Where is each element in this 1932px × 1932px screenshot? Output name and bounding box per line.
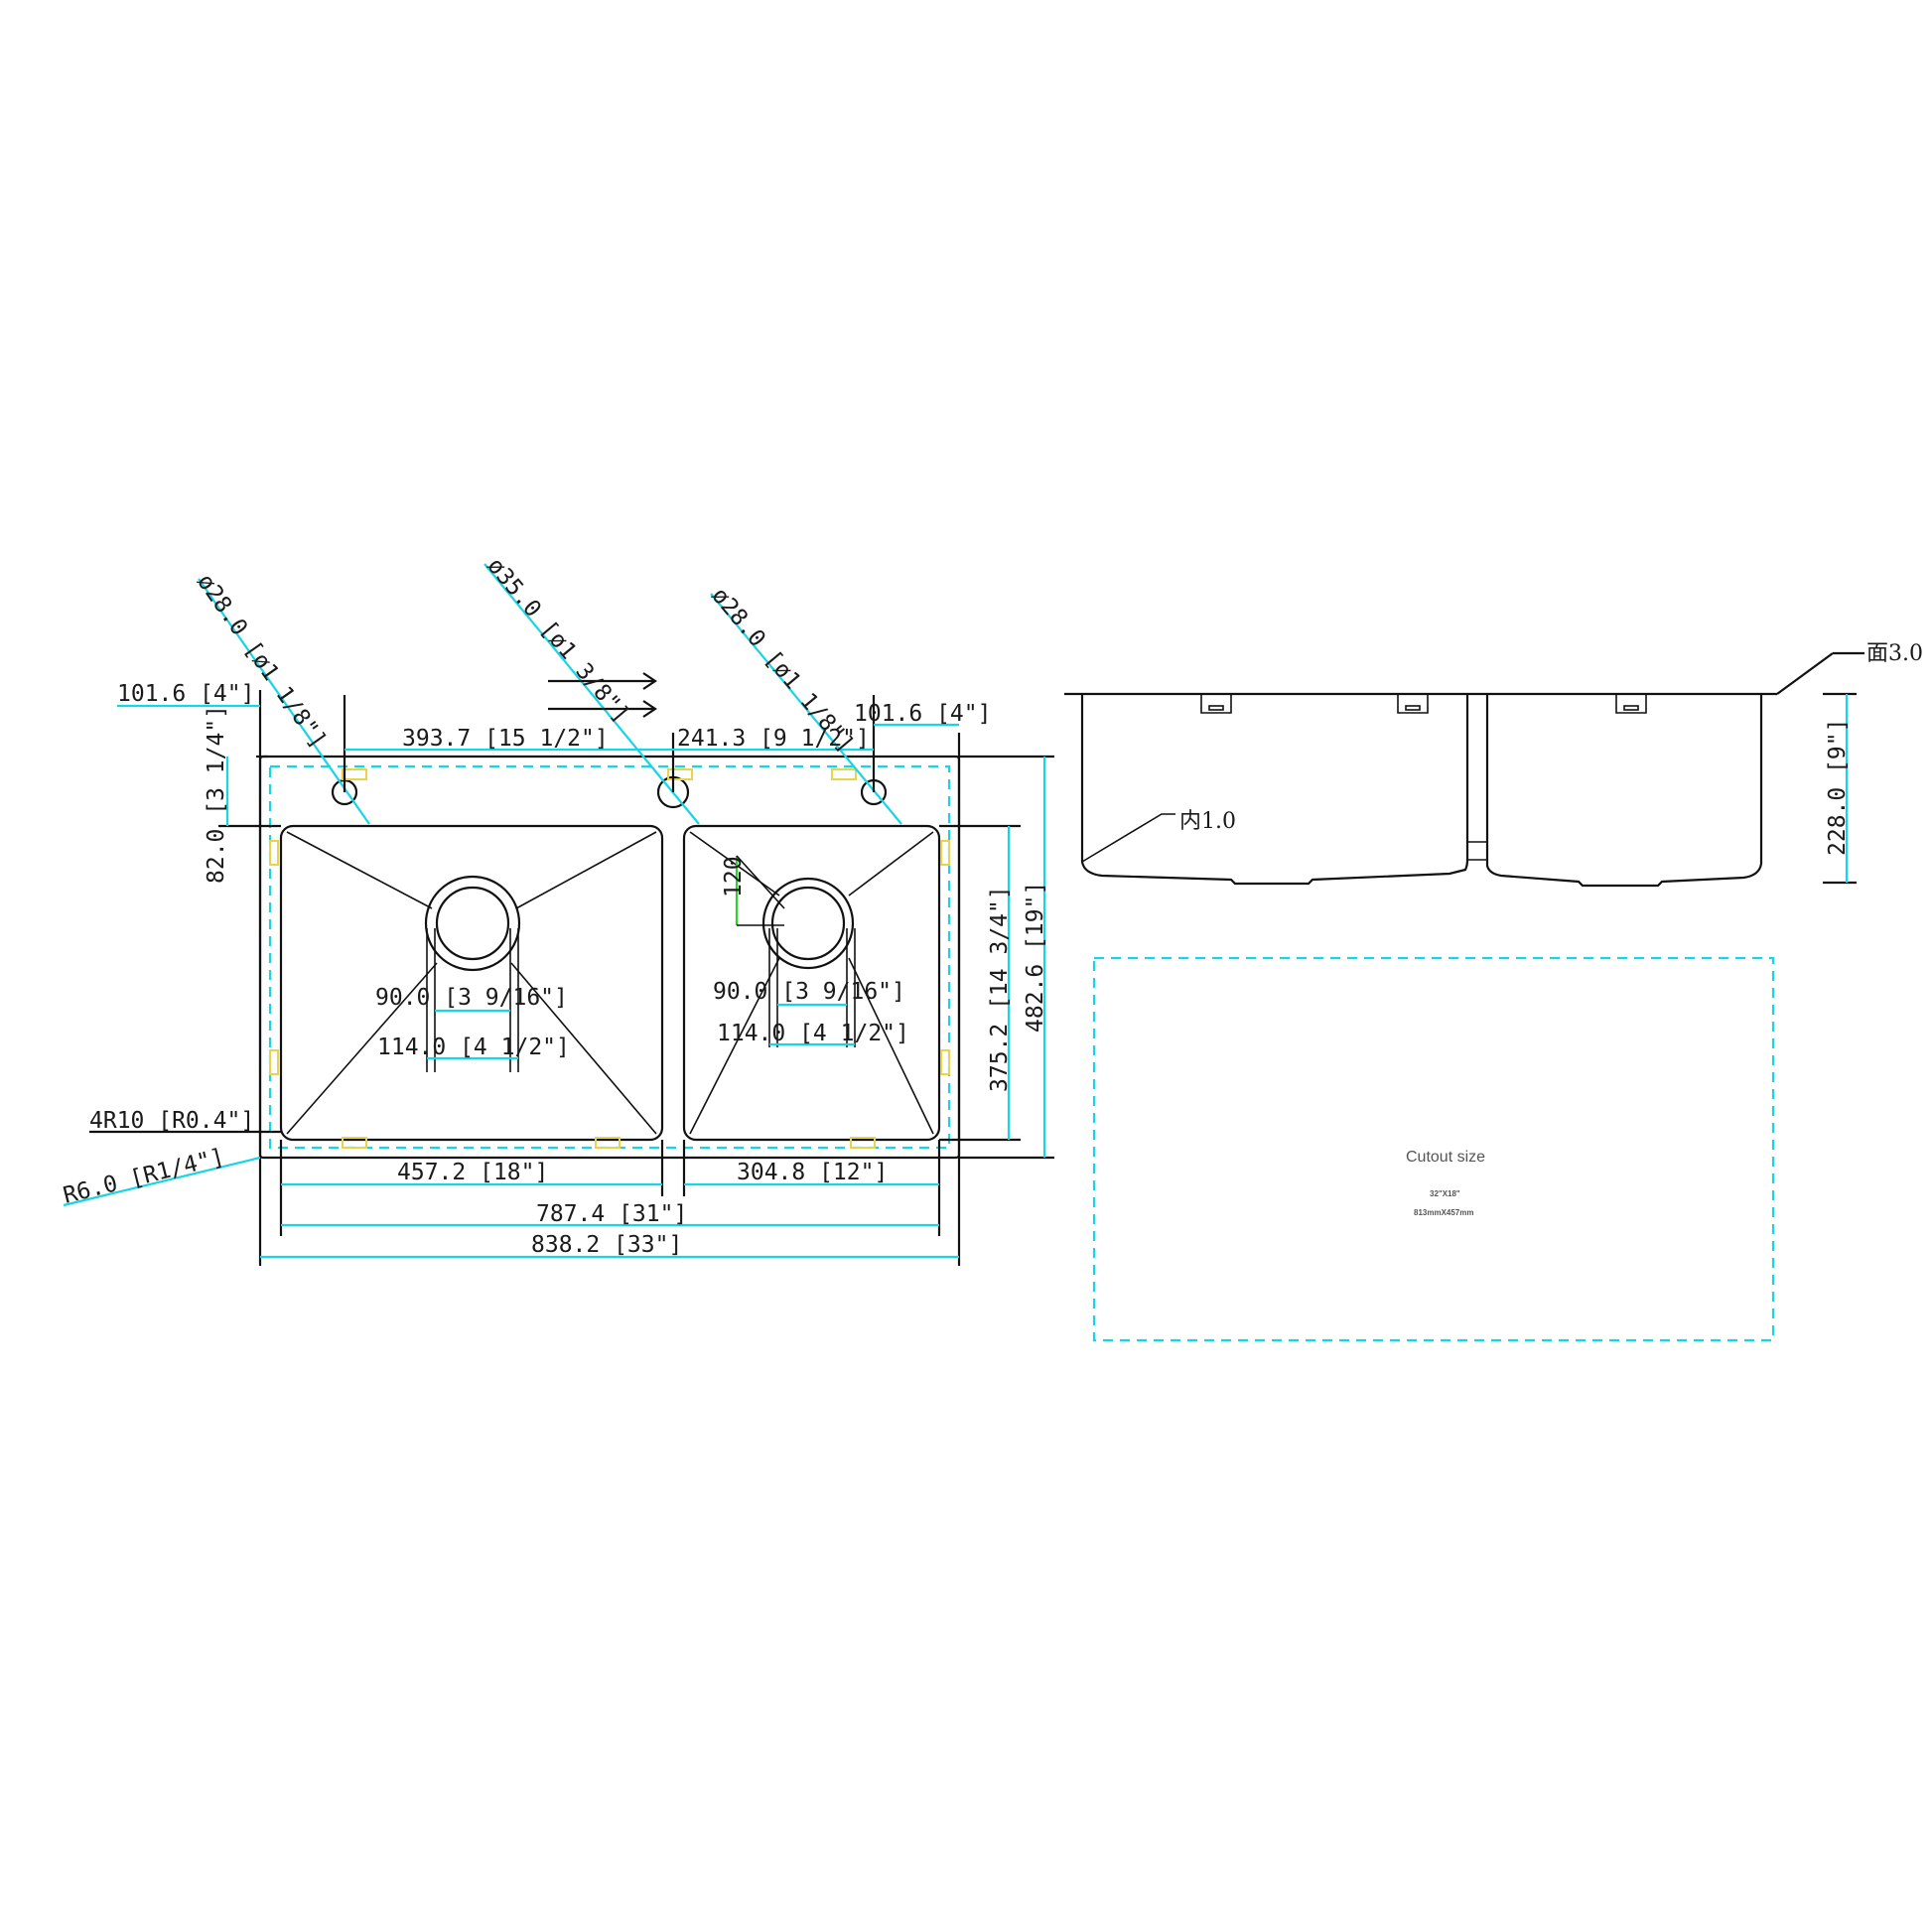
left-bowl [279,824,664,1142]
inner-radius-label: 4R10 [R0.4"] [89,1108,254,1134]
right-drain-label: 90.0 [3 9/16"] [713,979,905,1005]
cutout-title: Cutout size [1406,1149,1485,1166]
outer-radius-label: R6.0 [R1/4"] [61,1144,227,1208]
right-drain-outer [761,877,855,970]
side-view [1064,651,1864,888]
inner-thickness-label: 内1.0 [1179,809,1236,834]
center-hole-dia-label: ø35.0 [ø1 3/8"] [482,553,633,728]
side-depth-label: 228.0 [9"] [1825,719,1851,856]
top-thickness-label: 面3.0 [1866,641,1923,666]
drain-offset-label: 120 [721,856,747,897]
cutout-size-in: 32"X18" [1430,1189,1460,1198]
sink-inner-rim [268,764,951,1150]
top-view [63,563,1054,1266]
right-drain-outer-label: 114.0 [4 1/2"] [717,1021,909,1046]
left-drain-inner [435,886,510,961]
left-bowl-slopes [286,831,657,1135]
left-drain-outer [424,875,521,972]
bowl-depth-label: 375.2 [14 3/4"] [987,886,1013,1092]
left-bowl-width-label: 457.2 [18"] [397,1160,548,1185]
top-margin-label: 82.0 [3 1/4"] [204,705,229,884]
right-bowl-width-label: 304.8 [12"] [737,1160,888,1185]
right-drain-inner [770,886,846,961]
hole-spacing-right-label: 241.3 [9 1/2"] [677,726,870,752]
cutout-outline [1092,956,1775,1342]
hole-spacing-left-label: 393.7 [15 1/2"] [402,726,609,752]
overall-width-label: 838.2 [33"] [531,1232,682,1258]
left-edge-offset-label: 101.6 [4"] [117,681,254,707]
right-bowl-slopes [689,831,934,1135]
left-drain-label: 90.0 [3 9/16"] [375,985,568,1011]
overall-depth-label: 482.6 [19"] [1023,882,1048,1033]
left-drain-outer-label: 114.0 [4 1/2"] [377,1035,570,1060]
side-view-clips [1200,694,1647,714]
mounting-clips [269,768,950,1149]
right-bowl [682,824,941,1142]
right-edge-offset-label: 101.6 [4"] [854,701,991,727]
inner-total-width-label: 787.4 [31"] [536,1201,687,1227]
cutout-size-mm: 813mmX457mm [1414,1208,1473,1217]
